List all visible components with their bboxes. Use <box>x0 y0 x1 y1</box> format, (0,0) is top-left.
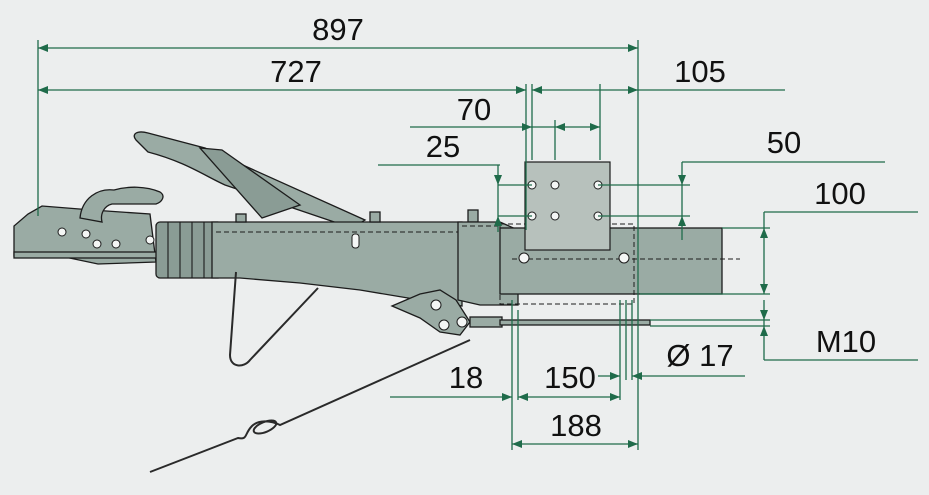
overrun-coupling-illustration <box>13 131 740 473</box>
coupling-base-plate <box>13 251 163 259</box>
label-50: 50 <box>767 125 801 160</box>
housing-slot <box>351 233 360 249</box>
label-100: 100 <box>814 176 866 211</box>
lever-bracket <box>198 147 302 219</box>
bolt-plate <box>524 161 611 251</box>
coupling-pin-4 <box>111 239 121 249</box>
label-105: 105 <box>674 54 726 89</box>
linkage-pin <box>438 319 450 331</box>
coupling-pin-1 <box>57 227 67 237</box>
dimension-labels: 897 727 105 70 25 50 100 M10 Ø 17 18 150… <box>270 12 876 443</box>
dimension-lines <box>37 40 918 450</box>
label-diameter-17: Ø 17 <box>666 338 733 373</box>
cable-eyelet <box>252 419 278 435</box>
housing-bolt-2 <box>369 211 381 223</box>
plate-hole <box>550 211 560 221</box>
label-150: 150 <box>544 360 596 395</box>
label-897: 897 <box>312 12 364 47</box>
coupling-pin-5 <box>145 235 155 245</box>
label-18: 18 <box>449 360 483 395</box>
label-25: 25 <box>426 129 460 164</box>
breakaway-cable <box>149 339 471 473</box>
coupling-pin-3 <box>92 239 102 249</box>
rod-clevis <box>469 316 503 328</box>
coupling-handle <box>79 186 164 223</box>
linkage-pin <box>430 299 442 311</box>
housing-bolt-3 <box>467 209 479 223</box>
label-M10: M10 <box>816 324 876 359</box>
linkage-pin <box>456 316 468 328</box>
brake-rod <box>499 319 651 326</box>
housing-bolt-1 <box>235 213 247 223</box>
tube-bolt-hole <box>518 252 530 264</box>
support-stand <box>228 271 319 367</box>
label-727: 727 <box>270 54 322 89</box>
label-70: 70 <box>457 92 491 127</box>
plate-hole <box>550 180 560 190</box>
tube-bolt-hole <box>618 252 630 264</box>
coupling-pin-2 <box>81 229 91 239</box>
label-188: 188 <box>550 408 602 443</box>
